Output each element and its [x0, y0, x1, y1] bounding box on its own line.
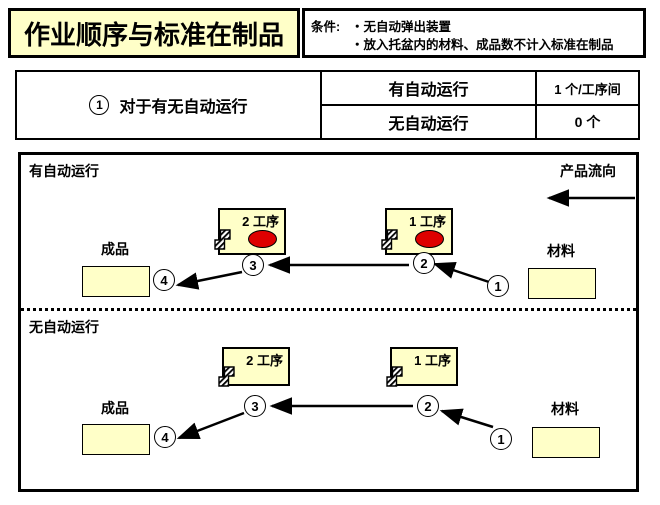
cell-no-auto-run: 无自动运行 [388, 116, 469, 133]
section-label-auto: 有自动运行 [29, 163, 99, 179]
process-box-1-auto: 1 工序 [381, 208, 453, 255]
finished-goods-box [82, 424, 150, 455]
step-circle-3: 3 [244, 395, 266, 417]
step-circle-1: 1 [487, 275, 509, 297]
table-divider [322, 104, 638, 106]
workpiece-icon [381, 229, 398, 250]
step-circle-2: 2 [413, 252, 435, 274]
process-name: 1 工序 [409, 214, 446, 229]
material-label: 材料 [547, 243, 575, 259]
workpiece-icon [218, 366, 235, 387]
header-title-box: 作业顺序与标准在制品 [8, 8, 300, 58]
row-number-circle: 1 [89, 95, 110, 115]
auto-run-indicator [248, 230, 277, 248]
material-box [532, 427, 600, 458]
workpiece-icon [214, 229, 231, 250]
auto-run-indicator [415, 230, 444, 248]
step-circle-1: 1 [490, 428, 512, 450]
wip-rules-table: 1 对于有无自动运行 有自动运行 无自动运行 1 个/工序间 0 个 [15, 70, 640, 140]
finished-goods-label: 成品 [101, 241, 129, 257]
page-title: 作业顺序与标准在制品 [23, 20, 284, 50]
table-row-label: 对于有无自动运行 [119, 99, 248, 116]
cell-auto-run: 有自动运行 [388, 82, 469, 99]
product-flow-label: 产品流向 [560, 163, 616, 179]
material-label: 材料 [551, 401, 579, 417]
process-box-1-manual: 1 工序 [386, 347, 458, 387]
finished-goods-box [82, 266, 150, 297]
flow-diagram-panel: 有自动运行 产品流向 2 工序 1 工序 成品 材料 1 2 3 4 无自动运行… [18, 152, 639, 492]
cell-no-auto-run-value: 0 个 [574, 114, 601, 130]
section-label-manual: 无自动运行 [29, 319, 99, 335]
process-name: 1 工序 [414, 353, 451, 368]
process-name: 2 工序 [246, 353, 283, 368]
section-divider [21, 308, 636, 311]
step-circle-4: 4 [153, 269, 175, 291]
table-row-header: 1 对于有无自动运行 [17, 72, 320, 138]
process-box-2-auto: 2 工序 [214, 208, 286, 255]
step-circle-3: 3 [242, 254, 264, 276]
finished-goods-label: 成品 [101, 400, 129, 416]
material-box [528, 268, 596, 299]
process-box-2-manual: 2 工序 [218, 347, 290, 387]
step-circle-4: 4 [154, 426, 176, 448]
condition-item-2: ・放入托盆内的材料、成品数不计入标准在制品 [351, 38, 614, 52]
table-divider [320, 72, 322, 138]
conditions-label: 条件: [311, 20, 341, 34]
process-name: 2 工序 [242, 214, 279, 229]
cell-auto-run-value: 1 个/工序间 [554, 81, 621, 97]
condition-item-1: ・无自动弹出装置 [351, 20, 452, 34]
conditions-box: 条件: ・无自动弹出装置 ・放入托盆内的材料、成品数不计入标准在制品 [302, 8, 646, 58]
workpiece-icon [386, 366, 403, 387]
step-circle-2: 2 [417, 395, 439, 417]
